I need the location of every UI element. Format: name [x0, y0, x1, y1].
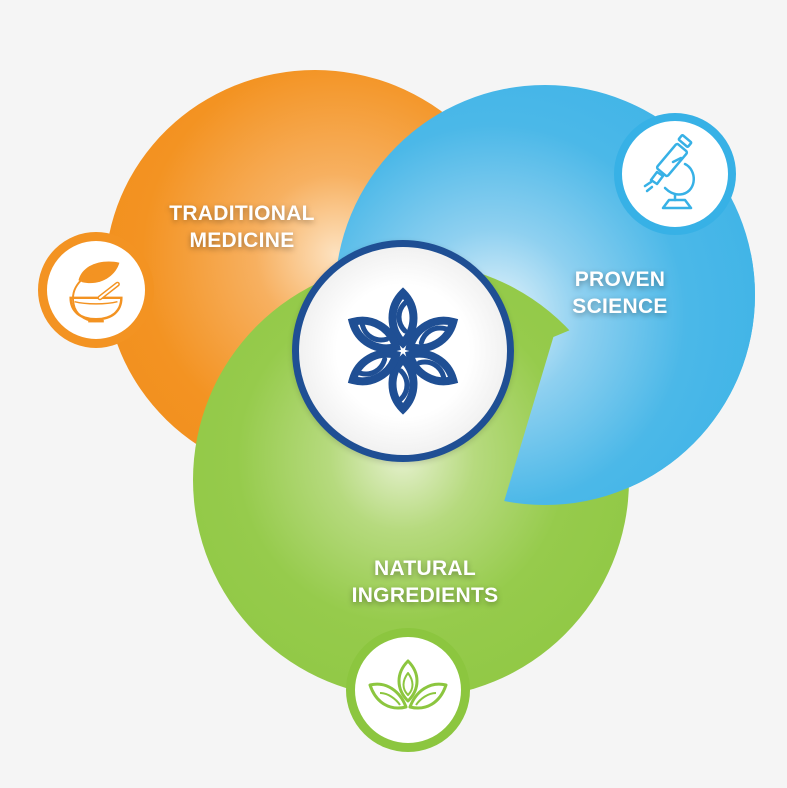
label-line-2: SCIENCE	[572, 295, 668, 318]
proven-science-label: PROVEN SCIENCE	[560, 266, 680, 320]
label-line-2: MEDICINE	[189, 229, 295, 252]
microscope-icon	[643, 134, 695, 210]
label-line-1: TRADITIONAL	[169, 202, 315, 225]
natural-ingredients-badge	[346, 628, 470, 752]
label-line-1: PROVEN	[574, 268, 666, 291]
proven-science-badge	[614, 113, 736, 235]
label-line-2: INGREDIENTS	[351, 584, 499, 607]
natural-ingredients-label: NATURAL INGREDIENTS	[340, 555, 510, 609]
six-petal-flower-logo-icon	[338, 287, 468, 416]
traditional-medicine-badge	[38, 232, 154, 348]
mortar-pestle-leaf-icon	[69, 261, 123, 323]
traditional-medicine-label: TRADITIONAL MEDICINE	[158, 200, 326, 254]
lotus-icon	[368, 659, 448, 710]
center-logo-circle	[292, 240, 514, 462]
label-line-1: NATURAL	[373, 557, 477, 580]
